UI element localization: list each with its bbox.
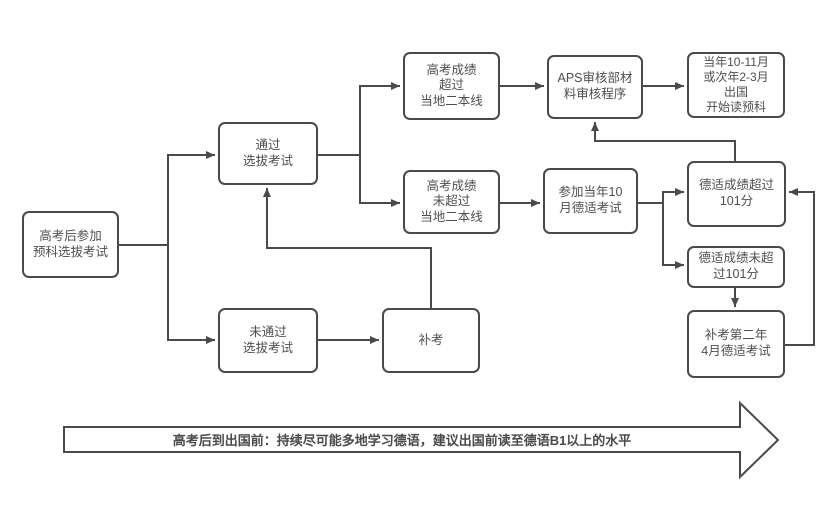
node-testas-pass: 德适成绩超过 101分 [687,161,786,227]
connector-testdaf-to-daf-fail [662,203,684,269]
node-score-above-line: 高考成绩 超过 当地二本线 [403,52,500,120]
connector-daf-retake-to-daf-pass [785,188,815,346]
connector-daf-pass-to-aps [591,122,736,161]
node-start: 高考后参加 预科选拔考试 [22,211,119,278]
connector-start-to-pass [119,151,215,246]
connector-pass-to-score-below [359,155,400,207]
connector-start-to-fail [167,245,215,344]
node-go-abroad: 当年10-11月 或次年2-3月 出国 开始读预科 [687,52,785,118]
node-testas-retake: 补考第二年 4月德适考试 [687,310,785,378]
banner-text: 高考后到出国前：持续尽可能多地学习德语，建议出国前读至德语B1以上的水平 [172,433,632,448]
node-aps-review: APS审核部材 料审核程序 [547,55,643,119]
node-retake: 补考 [382,308,480,373]
node-pass-exam: 通过 选拔考试 [218,122,318,185]
connector-pass-to-score-above [318,82,400,156]
connector-retake-to-pass [263,188,432,308]
connector-testdaf-to-daf-pass [638,188,684,204]
node-testas-fail: 德适成绩未超 过101分 [687,246,785,288]
node-fail-exam: 未通过 选拔考试 [218,308,318,373]
node-score-below-line: 高考成绩 未超过 当地二本线 [403,170,500,234]
node-testas-exam: 参加当年10 月德适考试 [543,168,638,234]
banner-arrow-shape [63,400,780,480]
